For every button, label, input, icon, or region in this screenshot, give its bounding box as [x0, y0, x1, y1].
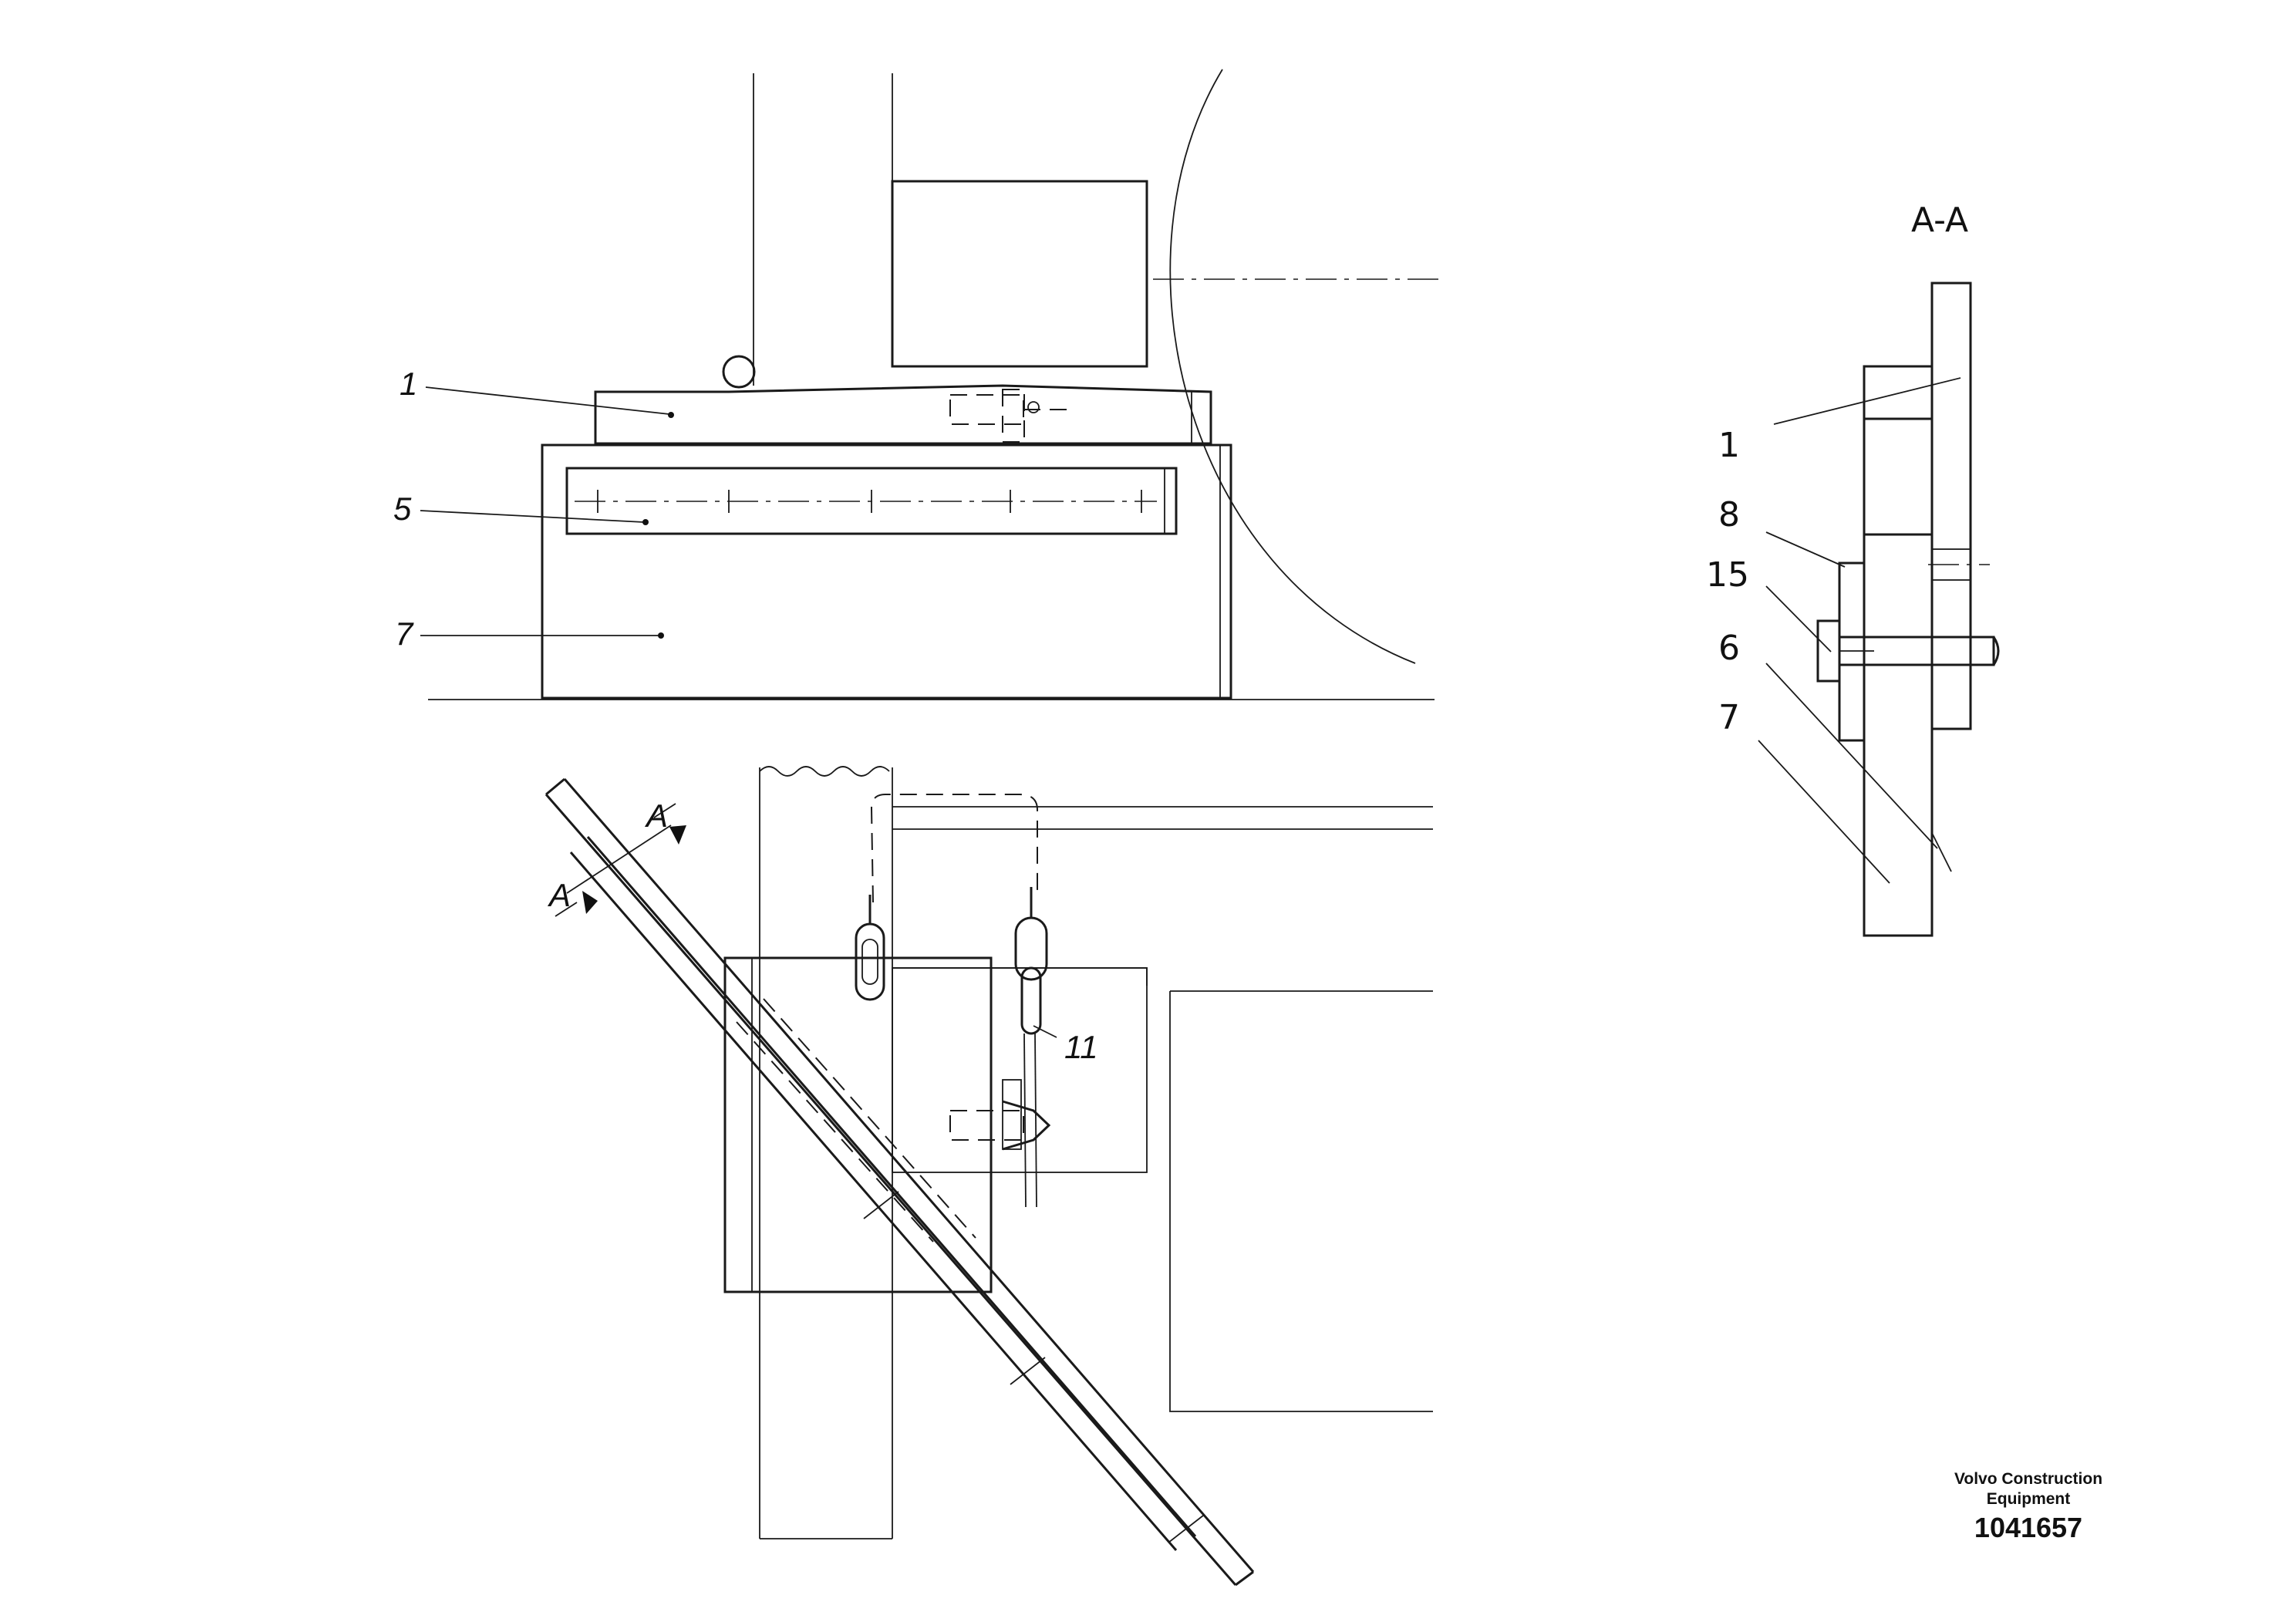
- plan-item-11-label: 11: [1064, 1029, 1098, 1065]
- section-arrow-a-left: A: [547, 877, 571, 913]
- section-item-15-label: 15: [1706, 555, 1749, 595]
- section-arrow-a-right: A: [644, 798, 668, 834]
- section-item-1-label: 1: [1718, 426, 1740, 465]
- top-item-7-label: 7: [395, 615, 414, 652]
- section-a-a-view: A-A 1 8 15 6 7: [1706, 201, 2000, 937]
- section-item-7-label: 7: [1718, 698, 1740, 737]
- section-title: A-A: [1911, 201, 1968, 240]
- part-number: 1041657: [1974, 1512, 2083, 1543]
- brand-caption: Volvo Construction Equipment: [1897, 1469, 2159, 1509]
- section-item-8-label: 8: [1718, 495, 1740, 534]
- brand-line-1: Volvo Construction: [1954, 1470, 2103, 1488]
- section-item-6-label: 6: [1718, 629, 1740, 668]
- top-item-5-label: 5: [393, 491, 412, 527]
- brand-line-2: Equipment: [1986, 1490, 2071, 1508]
- plan-view: A A 11: [544, 766, 1433, 1587]
- top-item-1-label: 1: [400, 366, 417, 402]
- top-elevation-view: 1 5 7: [393, 69, 1438, 700]
